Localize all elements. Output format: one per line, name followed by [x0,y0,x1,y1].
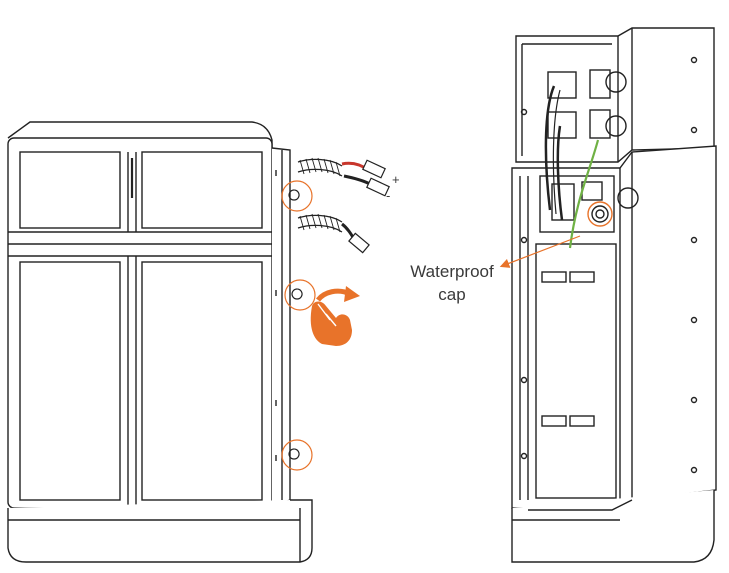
hand-pointer-icon [310,301,352,346]
callout-line-2: cap [438,285,466,304]
waterproof-cap-highlight [587,201,613,227]
callout-arrow [499,235,581,268]
rotate-arrow-icon [316,286,360,302]
battery-unit-rear [511,27,717,563]
highlight-circles [281,180,316,471]
internal-cables [544,85,600,249]
battery-unit-front [7,121,313,563]
negative-terminal-label: - [386,188,391,203]
waterproof-cap-callout: Waterproof cap [392,260,512,306]
positive-terminal-label: + [392,172,400,187]
callout-line-1: Waterproof [410,262,494,281]
dc-cables [297,157,390,254]
